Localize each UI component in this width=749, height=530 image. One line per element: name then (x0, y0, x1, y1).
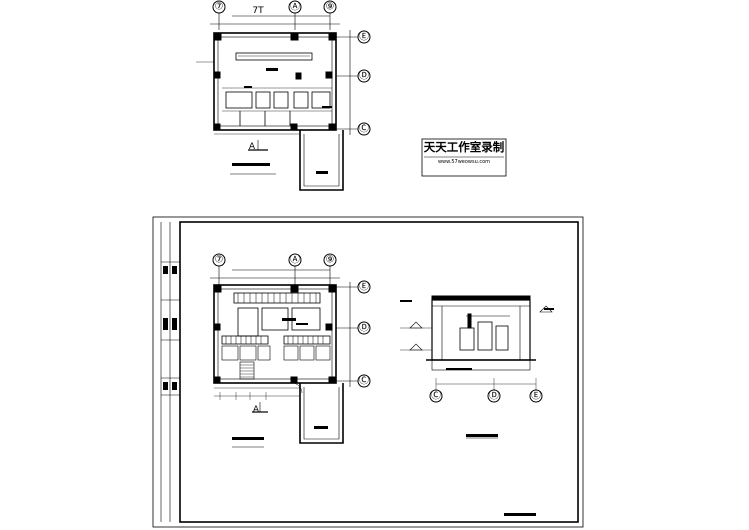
axis-label-7-ground: ⑦ (215, 255, 224, 266)
axis-label-c-top: Ⓒ (359, 123, 369, 135)
axis-label-d-section: Ⓓ (489, 390, 499, 402)
axis-label-9-ground: ⑨ (326, 255, 335, 266)
axis-label-e-top: Ⓔ (359, 31, 369, 43)
top-floor-plan (196, 0, 371, 191)
axis-label-e-ground: Ⓔ (359, 281, 369, 293)
section-mark-label-ground: A (253, 405, 260, 415)
axis-label-a-top: Ⓐ (290, 1, 300, 13)
ground-floor-plan (210, 253, 371, 448)
annotation-marks (232, 68, 554, 516)
section-view (400, 295, 553, 439)
watermark-title: 天天工作室录制 (424, 140, 505, 154)
axis-label-e-section: Ⓔ (531, 390, 541, 402)
axis-label-9-top: ⑨ (326, 2, 335, 13)
axis-label-d-top: Ⓓ (359, 70, 369, 82)
axis-label-7-top: ⑦ (215, 2, 224, 13)
axis-label-a-ground: Ⓐ (290, 254, 300, 266)
axis-label-c-section: Ⓒ (431, 390, 441, 402)
watermark-stamp (421, 138, 507, 177)
axis-label-d-ground: Ⓓ (359, 322, 369, 334)
axis-label-c-ground: Ⓒ (359, 375, 369, 387)
sheet-frame (152, 216, 584, 528)
watermark-url: www.57weowsu.com (438, 159, 490, 165)
top-dimension-label: 7T (252, 6, 264, 16)
section-mark-label-top: A (249, 142, 256, 152)
